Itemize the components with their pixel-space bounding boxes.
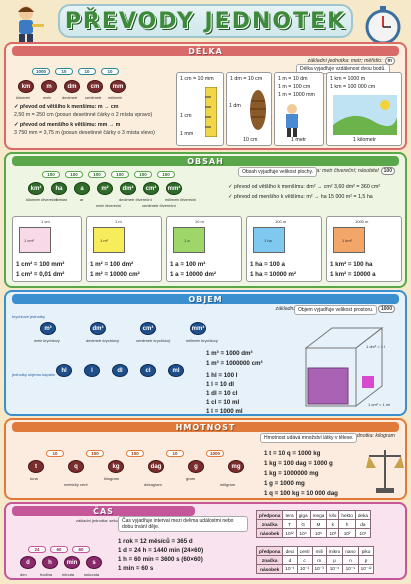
mass-unit-chain: t q kg dag g mg (28, 460, 251, 473)
time-header: ČAS (12, 506, 195, 516)
length-header: DÉLKA (12, 46, 399, 56)
liquid-unit-chain: hl l dl cl ml (56, 364, 191, 377)
multiplier: 10 (55, 68, 73, 75)
time-definition: Čas vyjadřuje interval mezi dvěma událos… (118, 516, 248, 532)
stopwatch-icon (365, 6, 401, 45)
mass-section: HMOTNOST základní jednotka: kilogram t q… (4, 418, 407, 500)
unit-km: km (18, 80, 34, 93)
length-unit-chain: km m dm cm mm (18, 80, 133, 93)
mass-definition: Hmotnost udává množství látky v tělese. (260, 433, 358, 443)
dm-cm-box: 1 dm = 10 cm 1 dm 10 cm (226, 72, 272, 146)
cube-illustration (304, 326, 384, 408)
area-card-km2: 1000 m 1 km² 1 km² = 100 ha 1 km² = 1000… (326, 216, 402, 282)
volume-unit-chain: m³ dm³ cm³ mm³ (40, 322, 213, 335)
area-header: OBSAH (12, 156, 399, 166)
mass-header: HMOTNOST (12, 422, 399, 432)
mass-base-unit: základní jednotka: kilogram (332, 433, 395, 439)
area-base-unit: základní jednotka: metr čtvereční; násob… (279, 167, 395, 175)
m-box: 1 m = 10 dm 1 m = 100 cm 1 m = 1000 mm 1… (274, 72, 324, 146)
area-unit-chain: km² ha a m² dm² cm² mm² (28, 182, 189, 195)
boy-illustration (18, 6, 44, 45)
area-card-ha: 100 m 1 ha 1 ha = 100 a 1 ha = 10000 m² (246, 216, 322, 282)
unit-m: m (41, 80, 57, 93)
volume-header: OBJEM (12, 294, 399, 304)
pinecone-icon (250, 90, 266, 130)
ruler-icon (205, 87, 217, 137)
landscape-icon (333, 95, 397, 135)
area-card-m2: 1 m 1 m² 1 m² = 100 dm² 1 m² = 10000 cm² (86, 216, 162, 282)
area-card-a: 10 m 1 a 1 a = 100 m² 1 a = 10000 dm² (166, 216, 242, 282)
unit-dm: dm (64, 80, 80, 93)
length-base-unit: základní jednotka: metr; měřidlo:m (308, 57, 395, 65)
cm-mm-box: 1 cm = 10 mm 1 cm 1 mm (176, 72, 224, 146)
time-section: ČAS základní jednotka: sekunda d h min s… (4, 502, 407, 580)
time-unit-chain: d h min s (20, 556, 109, 569)
multiplier: 10 (101, 68, 119, 75)
km-box: 1 km = 1000 m 1 km = 100 000 cm 1 kilome… (326, 72, 402, 146)
title-banner: PŘEVODY JEDNOTEK (58, 4, 353, 38)
unit-mm: mm (110, 80, 126, 93)
page-title: PŘEVODY JEDNOTEK (64, 8, 347, 34)
scale-icon (366, 450, 404, 493)
multiplier: 1000 (32, 68, 50, 75)
area-definition: Obsah vyjadřuje velikost plochy. (238, 167, 318, 177)
length-section: DÉLKA základní jednotka: metr; měřidlo:m… (4, 42, 407, 150)
area-section: OBSAH základní jednotka: metr čtvereční;… (4, 152, 407, 288)
multiplier: 10 (78, 68, 96, 75)
unit-cm: cm (87, 80, 103, 93)
volume-definition: Objem vyjadřuje velikost prostoru. (294, 305, 378, 315)
area-card-cm2: 1 cm 1 cm² 1 cm² = 100 mm² 1 cm² = 0,01 … (12, 216, 82, 282)
volume-section: OBJEM základní jednotka: metr krychlový;… (4, 290, 407, 416)
person-icon (286, 104, 298, 137)
